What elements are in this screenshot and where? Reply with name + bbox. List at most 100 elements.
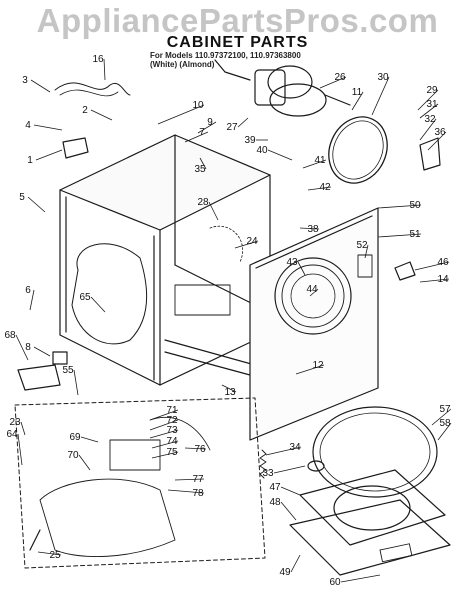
callout-leader-72 — [149, 419, 179, 431]
callout-leader-38 — [299, 227, 320, 230]
callout-leader-9 — [197, 121, 217, 134]
callout-leader-2 — [90, 109, 113, 121]
callout-43: 43 — [286, 257, 298, 268]
callout-leader-10 — [157, 104, 205, 125]
callout-leader-76 — [184, 447, 207, 450]
subtitle-line-1: For Models 110.97372100, 110.97363800 — [150, 51, 301, 60]
callout-74: 74 — [166, 436, 178, 447]
callout-leader-77 — [174, 478, 205, 481]
knob-drawing — [307, 460, 325, 472]
callout-leader-27 — [237, 117, 249, 128]
callout-46: 46 — [437, 257, 449, 268]
callout-leader-14 — [419, 278, 450, 283]
callout-28: 28 — [197, 197, 209, 208]
callout-77: 77 — [192, 474, 204, 485]
callout-12: 12 — [312, 360, 324, 371]
callout-50: 50 — [409, 200, 421, 211]
callout-layer: 1234567891011121314162324252627282930313… — [4, 54, 452, 588]
callout-leader-30 — [371, 76, 390, 116]
callout-leader-16 — [103, 58, 106, 81]
callout-48: 48 — [269, 497, 281, 508]
callout-2: 2 — [82, 105, 88, 116]
callout-23: 23 — [9, 417, 21, 428]
callout-leader-35 — [199, 157, 207, 170]
callout-68: 68 — [4, 330, 16, 341]
callout-leader-29 — [417, 89, 439, 111]
callout-leader-43 — [297, 261, 306, 276]
callout-leader-26 — [319, 76, 347, 89]
callout-7: 7 — [199, 127, 205, 138]
callout-leader-52 — [364, 244, 369, 259]
callout-leader-33 — [273, 465, 306, 474]
motor-drawing — [214, 59, 351, 117]
callout-78: 78 — [192, 488, 204, 499]
callout-40: 40 — [256, 145, 268, 156]
leveling-foot-drawing — [17, 351, 68, 391]
door-plate-drawing — [289, 469, 451, 576]
callout-leader-64 — [17, 433, 23, 466]
callout-65: 65 — [79, 292, 91, 303]
door-ring-drawing — [312, 406, 438, 498]
callout-leader-42 — [307, 186, 332, 191]
callout-27: 27 — [226, 122, 238, 133]
callout-leader-50 — [377, 204, 422, 209]
callout-34: 34 — [289, 442, 301, 453]
control-assembly-drawing — [14, 397, 266, 569]
callout-72: 72 — [166, 415, 178, 426]
callout-76: 76 — [194, 444, 206, 455]
callout-leader-24 — [234, 240, 259, 249]
callout-26: 26 — [334, 72, 346, 83]
subtitle-line-2: (White) (Almond) — [150, 60, 215, 69]
front-panel-drawing — [249, 207, 379, 441]
callout-leader-75 — [151, 451, 179, 459]
callout-leader-49 — [290, 554, 301, 573]
callout-60: 60 — [329, 577, 341, 588]
callout-leader-8 — [33, 346, 51, 357]
callout-leader-70 — [78, 454, 91, 471]
callout-leader-71 — [149, 409, 179, 421]
callout-leader-60 — [340, 574, 381, 583]
callout-14: 14 — [437, 274, 449, 285]
callout-41: 41 — [314, 155, 326, 166]
callout-leader-1 — [35, 149, 63, 161]
callout-leader-40 — [267, 149, 293, 161]
callout-58: 58 — [439, 418, 451, 429]
callout-31: 31 — [426, 99, 438, 110]
callout-leader-74 — [151, 440, 179, 449]
callout-leader-5 — [27, 196, 46, 213]
callout-25: 25 — [49, 550, 61, 561]
callout-leader-25 — [37, 551, 62, 556]
bracket-drawing — [62, 137, 89, 159]
callout-42: 42 — [319, 182, 331, 193]
callout-33: 33 — [262, 468, 274, 479]
callout-32: 32 — [424, 114, 436, 125]
callout-1: 1 — [27, 155, 33, 166]
callout-leader-47 — [280, 486, 301, 496]
callout-73: 73 — [166, 425, 178, 436]
callout-leader-23 — [20, 421, 26, 436]
callout-leader-44 — [309, 288, 319, 297]
callout-3: 3 — [22, 75, 28, 86]
callout-leader-32 — [419, 118, 437, 141]
callout-71: 71 — [166, 405, 178, 416]
callout-leader-51 — [377, 233, 422, 238]
callout-36: 36 — [434, 127, 446, 138]
callout-leader-3 — [30, 79, 51, 93]
callout-leader-73 — [149, 429, 179, 439]
callout-leader-13 — [221, 384, 237, 393]
callout-8: 8 — [25, 342, 31, 353]
spring-drawing — [259, 449, 267, 479]
callout-35: 35 — [194, 164, 206, 175]
callout-55: 55 — [62, 365, 74, 376]
cabinet-drawing — [59, 134, 271, 386]
callout-51: 51 — [409, 229, 421, 240]
callout-leader-46 — [414, 261, 450, 271]
callout-leader-58 — [437, 422, 452, 441]
door-hinge-drawing — [394, 137, 441, 281]
callout-75: 75 — [166, 447, 178, 458]
callout-leader-41 — [302, 159, 327, 169]
wire-harness-drawing — [54, 82, 131, 97]
callout-leader-68 — [15, 334, 29, 361]
callout-13: 13 — [224, 387, 236, 398]
